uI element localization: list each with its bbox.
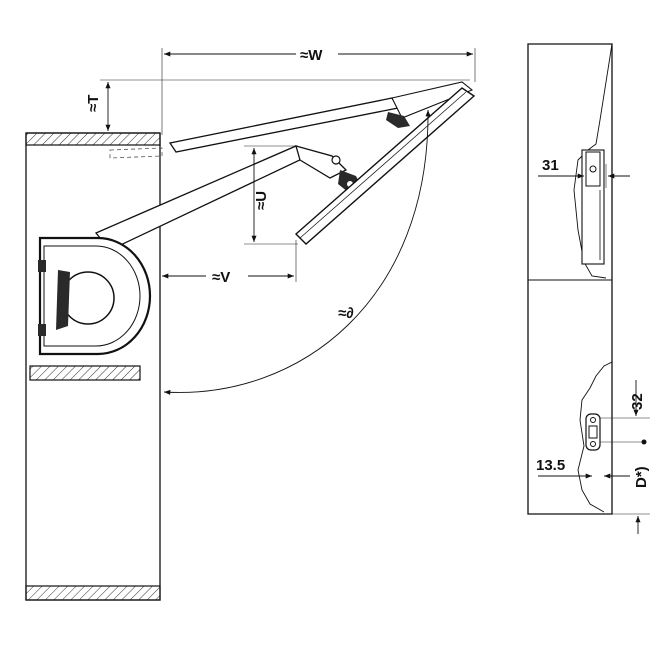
upper-mounting-plate <box>581 149 605 265</box>
label-d: D*) <box>633 466 650 488</box>
label-13-5: 13.5 <box>536 457 565 474</box>
cabinet-bottom-panel <box>25 585 161 601</box>
dimension-d: D*) <box>612 466 650 534</box>
lift-arm <box>94 145 305 251</box>
mechanism-clip-top <box>38 260 46 272</box>
dimension-w: ≈W <box>161 47 476 135</box>
cabinet-top-panel <box>25 132 161 146</box>
cabinet-side-view <box>25 132 163 601</box>
mechanism-clip-bottom <box>38 324 46 336</box>
label-v: ≈V <box>212 269 230 286</box>
dimension-31: 31 <box>538 157 630 188</box>
dimension-v: ≈V <box>161 240 297 286</box>
linkage-pivot <box>331 155 341 165</box>
open-flap-upper <box>168 97 400 153</box>
torn-edge-lower <box>577 361 613 513</box>
dimension-13-5: 13.5 <box>536 457 630 479</box>
reference-dot <box>641 439 647 445</box>
torn-edge-upper <box>573 43 613 279</box>
mechanism-pivot-circle <box>61 271 115 325</box>
dimension-t: ≈T <box>85 79 470 131</box>
lower-mounting-plate <box>585 413 601 451</box>
label-u: ≈U <box>253 191 270 210</box>
closed-flap-outline <box>109 147 163 159</box>
label-angle: ≈∂ <box>338 305 354 322</box>
cabinet-shelf <box>29 365 141 381</box>
front-view: 31 32 13.5 D*) <box>527 43 650 534</box>
dimension-angle: ≈∂ <box>163 109 431 395</box>
label-t: ≈T <box>85 95 102 112</box>
mechanism-shading <box>56 270 70 330</box>
lift-mechanism <box>38 81 476 356</box>
label-31: 31 <box>542 157 559 174</box>
label-32: 32 <box>629 393 646 410</box>
label-w: ≈W <box>300 47 323 64</box>
dimension-32: 32 <box>600 380 650 419</box>
